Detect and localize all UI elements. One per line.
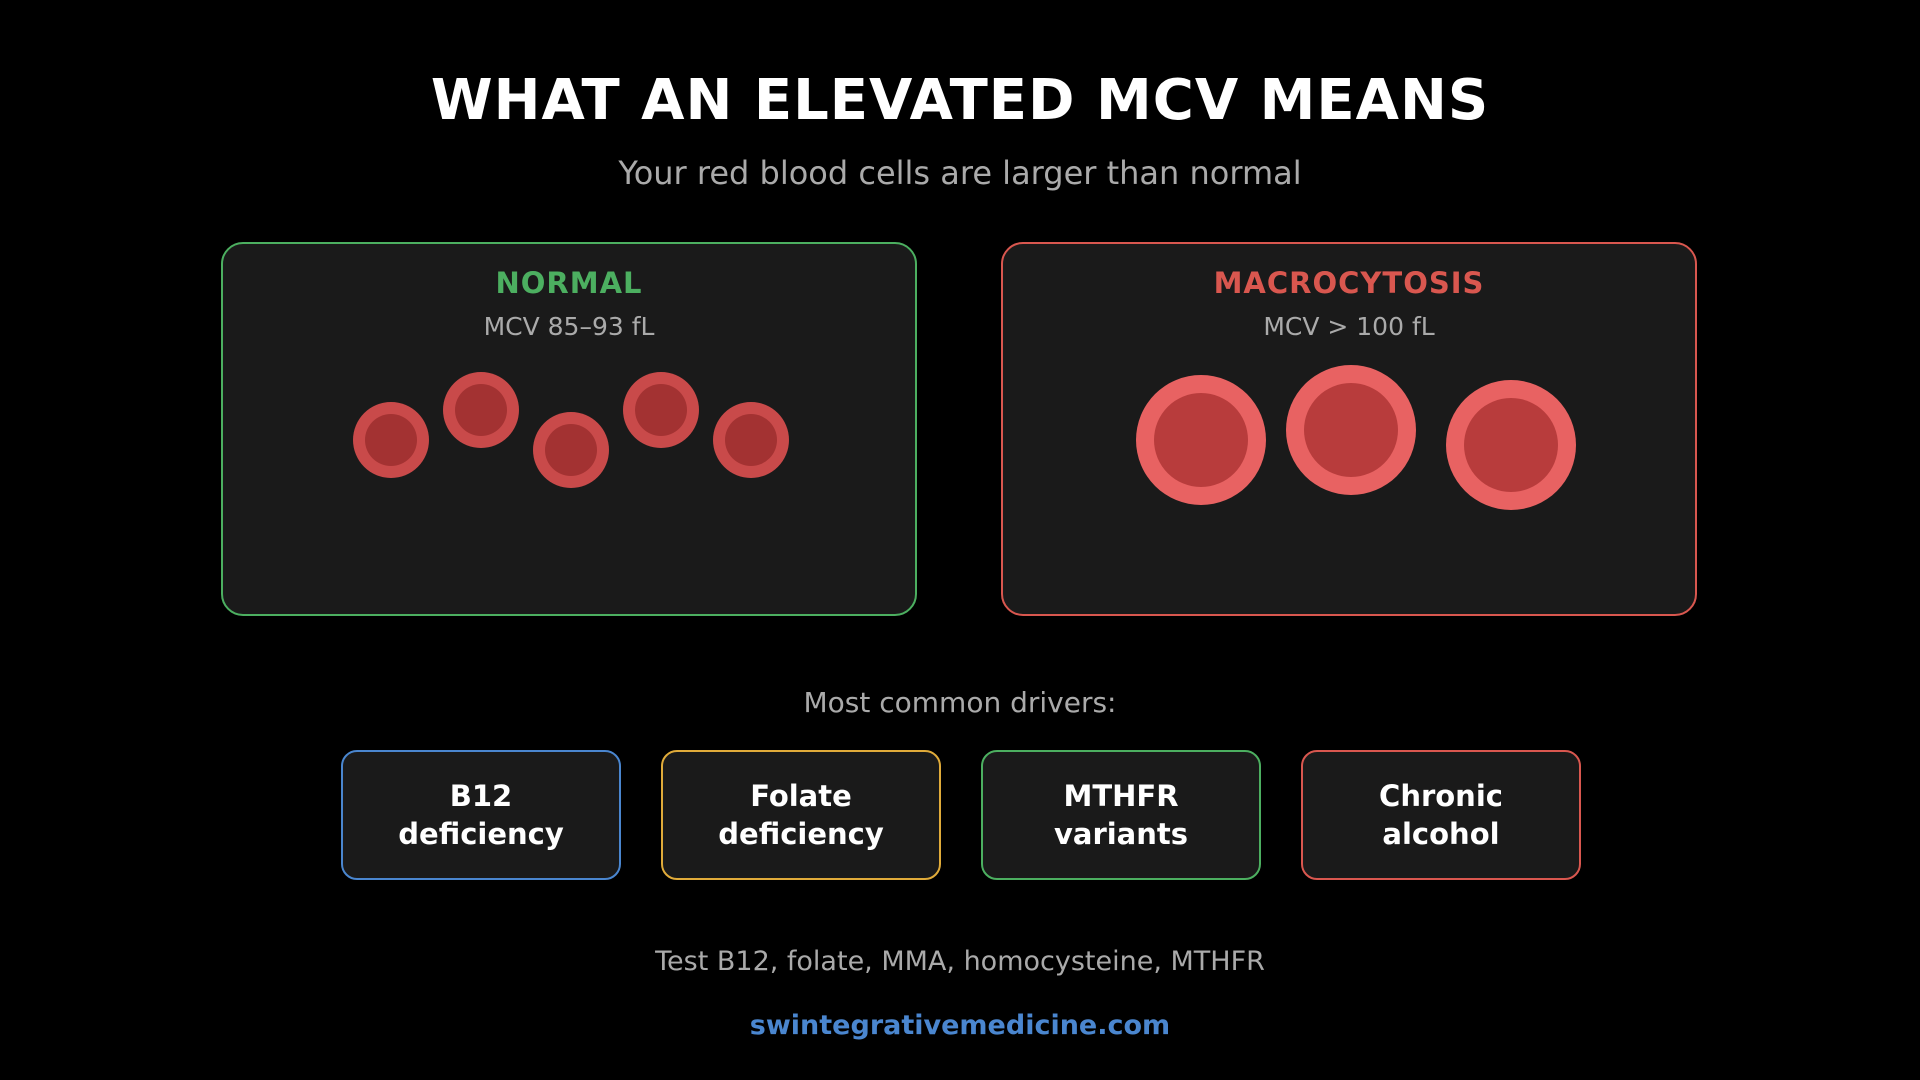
macro-cell — [1286, 365, 1416, 495]
macrocytosis-panel: MACROCYTOSIS MCV > 100 fL — [1001, 242, 1697, 616]
normal-range: MCV 85–93 fL — [483, 312, 655, 341]
macro-cell — [1136, 375, 1266, 505]
page-title: WHAT AN ELEVATED MCV MEANS — [430, 68, 1490, 133]
driver-b12: B12 deficiency — [341, 750, 621, 880]
driver-mthfr: MTHFR variants — [981, 750, 1261, 880]
driver-mthfr-label: MTHFR variants — [1053, 779, 1189, 851]
macrocytosis-heading: MACROCYTOSIS — [1213, 266, 1485, 300]
driver-folate-label: Folate deficiency — [718, 779, 884, 851]
macrocytosis-range: MCV > 100 fL — [1263, 312, 1435, 341]
tests-recommendation: Test B12, folate, MMA, homocysteine, MTH… — [655, 946, 1265, 977]
normal-cell — [443, 372, 519, 448]
normal-cells — [353, 372, 789, 488]
driver-b12-label: B12 deficiency — [398, 779, 564, 851]
normal-cell — [713, 402, 789, 478]
drivers-label: Most common drivers: — [803, 686, 1117, 719]
website-link[interactable]: swintegrativemedicine.com — [749, 1010, 1171, 1041]
macro-cell — [1446, 380, 1576, 510]
page-subtitle: Your red blood cells are larger than nor… — [618, 154, 1302, 192]
normal-heading: NORMAL — [495, 266, 643, 300]
normal-cell — [533, 412, 609, 488]
normal-panel: NORMAL MCV 85–93 fL — [221, 242, 917, 616]
macrocytosis-cells — [1136, 365, 1576, 510]
driver-alcohol: Chronic alcohol — [1301, 750, 1581, 880]
normal-cell — [623, 372, 699, 448]
driver-alcohol-label: Chronic alcohol — [1379, 779, 1503, 851]
driver-folate: Folate deficiency — [661, 750, 941, 880]
normal-cell — [353, 402, 429, 478]
